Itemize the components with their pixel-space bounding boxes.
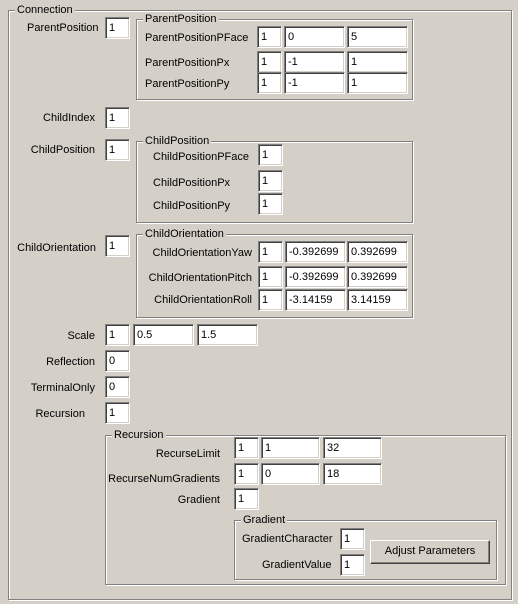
recurse-limit-field-2[interactable]: 1 (261, 437, 320, 459)
parent-position-label: ParentPosition (27, 22, 99, 34)
recurse-limit-label: RecurseLimit (155, 448, 220, 460)
gradient-value-label: GradientValue (262, 559, 332, 571)
parent-position-pface-label: ParentPositionPFace (145, 32, 249, 44)
child-position-px-label: ChildPositionPx (153, 177, 231, 189)
parent-position-pface-field-2[interactable]: 0 (284, 26, 345, 48)
child-orientation-yaw-field-1[interactable]: 1 (258, 241, 283, 263)
recurse-num-gradients-label: RecurseNumGradients (108, 473, 220, 485)
child-orientation-yaw-field-2[interactable]: -0.392699 (285, 241, 346, 263)
child-orientation-group-legend: ChildOrientation (143, 228, 226, 240)
gradient-value-field[interactable]: 1 (340, 554, 365, 576)
child-orientation-roll-field-2[interactable]: -3.14159 (285, 289, 346, 311)
gradient-character-label: GradientCharacter (242, 533, 333, 545)
child-position-py-field[interactable]: 1 (258, 193, 283, 215)
connection-legend: Connection (15, 4, 75, 16)
child-orientation-roll-field-1[interactable]: 1 (258, 289, 283, 311)
parent-position-py-field-2[interactable]: -1 (284, 72, 345, 94)
gradient-label: Gradient (177, 494, 220, 506)
terminal-only-field[interactable]: 0 (105, 376, 130, 398)
child-index-label: ChildIndex (43, 112, 95, 124)
child-position-py-label: ChildPositionPy (153, 200, 231, 212)
child-orientation-yaw-label: ChildOrientationYaw (152, 247, 252, 259)
parent-position-group-legend: ParentPosition (143, 13, 219, 25)
child-position-field[interactable]: 1 (105, 139, 130, 161)
child-position-px-field[interactable]: 1 (258, 170, 283, 192)
gradient-character-field[interactable]: 1 (340, 528, 365, 550)
child-orientation-pitch-label: ChildOrientationPitch (148, 272, 252, 284)
recurse-limit-field-3[interactable]: 32 (323, 437, 382, 459)
gradient-group: Gradient (234, 514, 497, 580)
parent-position-px-label: ParentPositionPx (145, 57, 230, 69)
parent-position-px-field-3[interactable]: 1 (347, 51, 408, 73)
recursion-group: Recursion (105, 429, 506, 585)
reflection-label: Reflection (46, 356, 95, 368)
scale-field-1[interactable]: 1 (105, 324, 130, 346)
parent-position-py-field-1[interactable]: 1 (257, 72, 282, 94)
child-position-pface-field[interactable]: 1 (258, 144, 283, 166)
recurse-num-gradients-field-1[interactable]: 1 (234, 463, 259, 485)
parent-position-pface-field-3[interactable]: 5 (347, 26, 408, 48)
recursion-field[interactable]: 1 (105, 402, 130, 424)
parent-position-py-field-3[interactable]: 1 (347, 72, 408, 94)
terminal-only-label: TerminalOnly (30, 382, 95, 394)
child-position-group: ChildPosition (136, 135, 413, 223)
parent-position-px-field-1[interactable]: 1 (257, 51, 282, 73)
scale-field-3[interactable]: 1.5 (197, 324, 258, 346)
parent-position-field[interactable]: 1 (105, 17, 130, 39)
child-position-label: ChildPosition (30, 144, 95, 156)
gradient-field[interactable]: 1 (234, 488, 259, 510)
recurse-num-gradients-field-3[interactable]: 18 (323, 463, 382, 485)
child-orientation-pitch-field-2[interactable]: -0.392699 (285, 266, 346, 288)
child-orientation-roll-field-3[interactable]: 3.14159 (347, 289, 408, 311)
connection-group: Connection (8, 4, 512, 600)
parent-position-group: ParentPosition (136, 13, 413, 100)
adjust-parameters-button[interactable]: Adjust Parameters (370, 540, 490, 564)
child-position-pface-label: ChildPositionPFace (153, 151, 249, 163)
child-orientation-pitch-field-3[interactable]: 0.392699 (347, 266, 408, 288)
recurse-num-gradients-field-2[interactable]: 0 (261, 463, 320, 485)
child-orientation-pitch-field-1[interactable]: 1 (258, 266, 283, 288)
parent-position-py-label: ParentPositionPy (145, 78, 230, 90)
child-orientation-yaw-field-3[interactable]: 0.392699 (347, 241, 408, 263)
child-orientation-group: ChildOrientation (136, 228, 413, 318)
child-orientation-field[interactable]: 1 (105, 235, 130, 257)
scale-field-2[interactable]: 0.5 (133, 324, 194, 346)
recurse-limit-field-1[interactable]: 1 (234, 437, 259, 459)
reflection-field[interactable]: 0 (105, 350, 130, 372)
child-orientation-label: ChildOrientation (17, 242, 96, 254)
child-index-field[interactable]: 1 (105, 107, 130, 129)
child-position-group-legend: ChildPosition (143, 135, 212, 147)
parent-position-pface-field-1[interactable]: 1 (257, 26, 282, 48)
parent-position-px-field-2[interactable]: -1 (284, 51, 345, 73)
recursion-label: Recursion (35, 408, 85, 420)
gradient-group-legend: Gradient (241, 514, 288, 526)
recursion-group-legend: Recursion (112, 429, 166, 441)
child-orientation-roll-label: ChildOrientationRoll (154, 294, 252, 306)
scale-label: Scale (67, 330, 95, 342)
